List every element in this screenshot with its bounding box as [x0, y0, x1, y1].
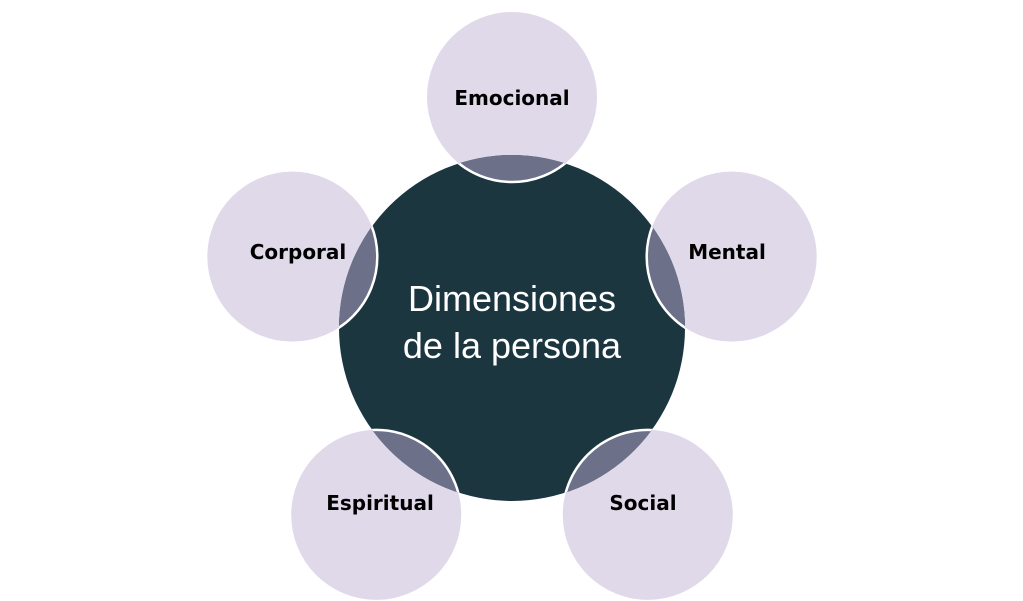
center-circle — [339, 155, 685, 501]
overlap-social — [562, 429, 685, 501]
node-label-social: Social — [609, 491, 676, 515]
overlap-outline-social — [561, 428, 685, 501]
overlap-outline-corporal — [339, 170, 379, 343]
node-circle-corporal — [207, 171, 378, 342]
center-label-line1: Dimensiones — [408, 278, 616, 319]
overlap-outline-emocional — [425, 155, 599, 184]
overlap-espiritual — [339, 429, 462, 501]
node-label-mental: Mental — [688, 240, 766, 264]
node-circle-emocional — [427, 12, 597, 182]
node-label-corporal: Corporal — [250, 240, 347, 264]
node-label-espiritual: Espiritual — [326, 491, 434, 515]
center-label-line2: de la persona — [403, 325, 622, 366]
node-circle-mental — [646, 171, 817, 342]
node-label-emocional: Emocional — [454, 86, 569, 110]
overlap-outline-espiritual — [339, 428, 463, 501]
overlap-outline-mental — [645, 170, 685, 343]
